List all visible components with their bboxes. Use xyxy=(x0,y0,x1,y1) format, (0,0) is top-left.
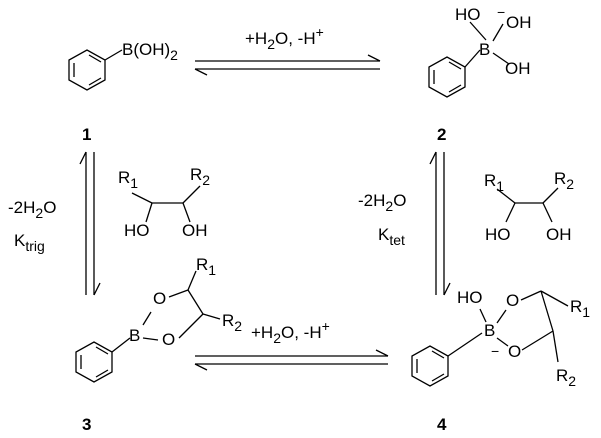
oxygen-4-top: O xyxy=(506,291,519,310)
equilibrium-constant-trig: Ktrig xyxy=(14,231,45,254)
diol-left-r2: R2 xyxy=(190,165,210,188)
boronic-acid-group: B(OH)2 xyxy=(122,40,178,63)
borate-charge-4: − xyxy=(491,343,499,359)
boron-atom-3: B xyxy=(129,326,140,345)
conditions-right-water: -2H2O xyxy=(358,191,406,214)
substituent-r1-3: R1 xyxy=(196,255,216,278)
compound-number-2: 2 xyxy=(437,125,446,144)
equilibrium-arrow-left xyxy=(79,151,101,296)
equilibrium-arrow-bottom xyxy=(194,349,389,371)
compound-2: B HO − OH OH xyxy=(428,4,532,98)
substituent-r1-4: R1 xyxy=(570,297,590,320)
oxygen-3-top: O xyxy=(153,289,166,308)
compound-number-3: 3 xyxy=(82,415,91,434)
hydroxyl-4: HO xyxy=(457,288,483,307)
compound-number-1: 1 xyxy=(82,125,91,144)
diol-right: R1 R2 HO OH xyxy=(484,169,574,244)
hydroxyl-2b: OH xyxy=(506,13,532,32)
compound-number-4: 4 xyxy=(437,415,447,434)
equilibrium-arrow-right xyxy=(429,151,451,296)
boron-atom-2: B xyxy=(479,40,490,59)
c-b-bond-1 xyxy=(104,49,123,61)
diol-right-hydroxyl-1: HO xyxy=(485,225,511,244)
oxygen-4-bottom: O xyxy=(508,342,521,361)
diol-left-r1: R1 xyxy=(118,168,138,191)
diol-left-hydroxyl-2: OH xyxy=(182,221,208,240)
diol-right-hydroxyl-2: OH xyxy=(546,225,572,244)
compound-1: B(OH)2 xyxy=(68,40,178,91)
conditions-left-water: -2H2O xyxy=(8,198,56,221)
diol-right-r1: R1 xyxy=(484,171,504,194)
equilibrium-constant-tet: Ktet xyxy=(378,225,405,248)
hydroxyl-2a: HO xyxy=(455,5,481,24)
diol-left: R1 R2 HO OH xyxy=(118,165,210,240)
conditions-top: +H2O, -H+ xyxy=(245,24,324,52)
diol-left-hydroxyl-1: HO xyxy=(124,221,150,240)
boron-atom-4: B xyxy=(484,321,495,340)
substituent-r2-4: R2 xyxy=(556,366,576,389)
compound-4: B − HO O O R1 R2 xyxy=(411,288,590,389)
diol-right-r2: R2 xyxy=(554,169,574,192)
oxygen-3-bottom: O xyxy=(162,330,175,349)
conditions-bottom: +H2O, -H+ xyxy=(251,318,330,346)
compound-3: B O O R1 R2 xyxy=(75,255,242,383)
substituent-r2-3: R2 xyxy=(222,311,242,334)
hydroxyl-2c: OH xyxy=(505,59,531,78)
equilibrium-arrow-top xyxy=(194,54,381,76)
borate-charge-2: − xyxy=(497,4,505,20)
